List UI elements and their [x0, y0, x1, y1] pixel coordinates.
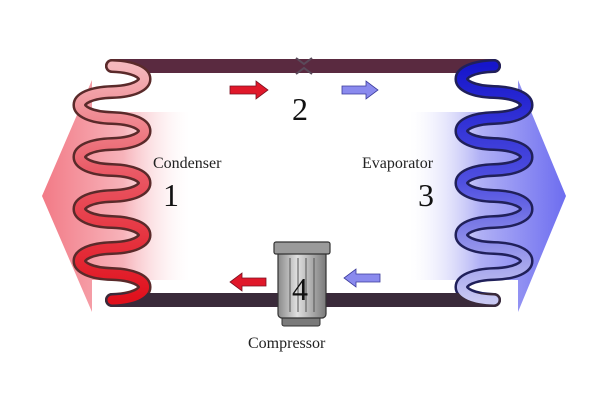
evaporator-number: 3 — [418, 177, 434, 213]
evaporator-label: Evaporator — [362, 155, 434, 172]
condenser-number: 1 — [163, 177, 179, 213]
arrow-left-icon — [343, 268, 381, 288]
compressor-number: 4 — [292, 271, 308, 307]
refrigerant-pipe — [72, 59, 534, 307]
compressor-icon — [273, 241, 331, 327]
arrow-left-icon — [229, 272, 267, 292]
condenser-label: Condenser — [153, 155, 222, 172]
expansion-valve — [295, 57, 313, 75]
compressor-label: Compressor — [248, 335, 326, 352]
arrow-right-icon — [341, 80, 379, 100]
arrow-right-icon — [229, 80, 269, 100]
expansion-number: 2 — [292, 91, 308, 127]
